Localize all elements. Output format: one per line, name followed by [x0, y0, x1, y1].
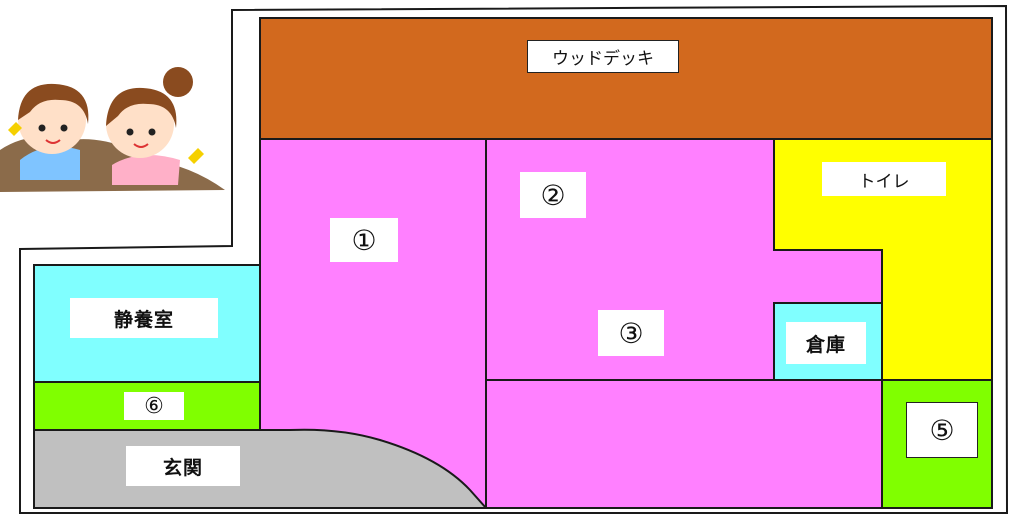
children-illustration [0, 67, 225, 192]
wood-deck-area [259, 17, 993, 140]
entrance-label: 玄関 [126, 446, 240, 486]
wood-deck-label: ウッドデッキ [527, 40, 679, 73]
girl-figure-icon [106, 67, 204, 185]
room-2-label: ② [520, 172, 586, 218]
storage-label: 倉庫 [786, 322, 866, 364]
building-outline [19, 4, 1009, 514]
room-5-label: ⑤ [906, 402, 978, 458]
quiet-room-label: 静養室 [70, 298, 218, 338]
room-6-label: ⑥ [124, 392, 184, 420]
room-1-label: ① [330, 218, 398, 262]
room-3-label: ③ [598, 310, 664, 356]
boy-figure-icon [8, 83, 89, 180]
toilet-label: トイレ [822, 162, 946, 196]
